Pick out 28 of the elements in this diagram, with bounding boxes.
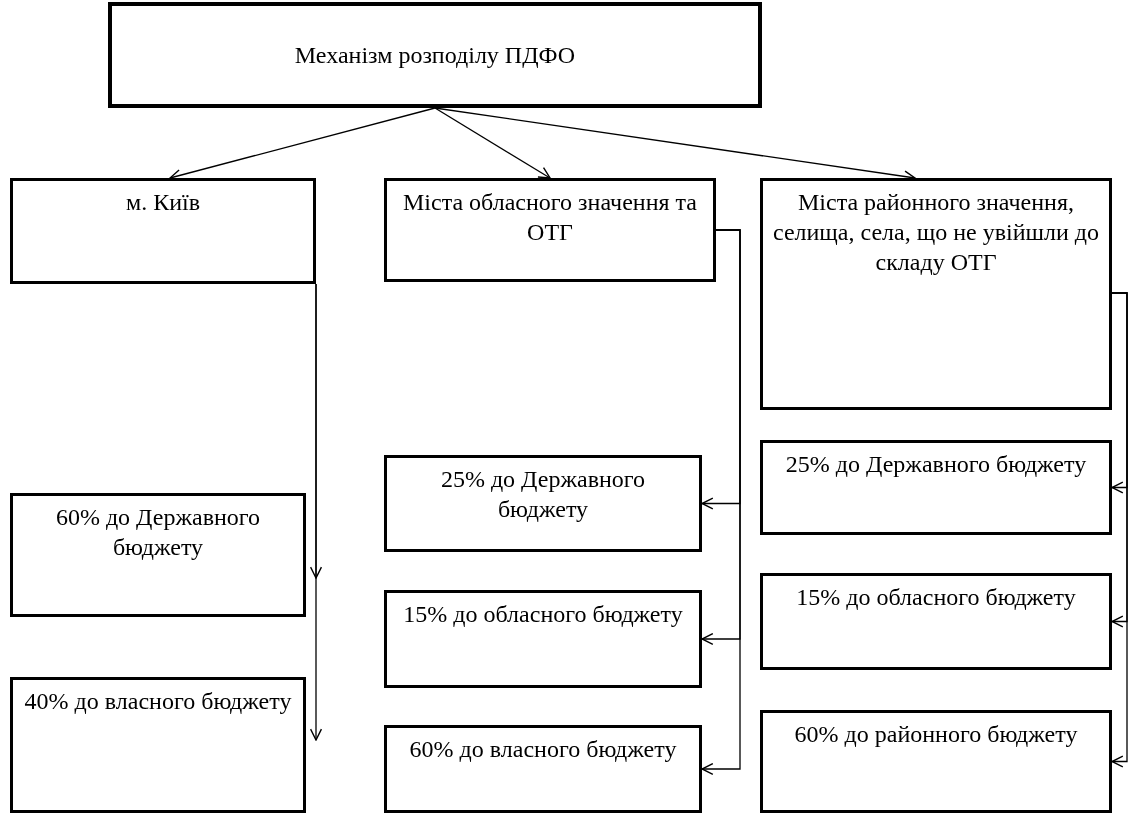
box-text: 60% до власного бюджету bbox=[409, 735, 677, 764]
box-text: Міста районного значення, селища, села, що не увійшли до складу ОТГ bbox=[771, 188, 1101, 277]
arrow bbox=[434, 107, 551, 179]
process-box bbox=[384, 590, 702, 688]
process-box bbox=[10, 677, 306, 813]
box-text: 15% до обласного бюджету bbox=[403, 600, 683, 629]
box-text: м. Київ bbox=[125, 188, 200, 217]
box-text: 25% до Державного бюджету bbox=[439, 465, 647, 524]
box-text: 60% до районного бюджету bbox=[794, 720, 1078, 749]
arrow bbox=[1111, 292, 1128, 768]
process-box bbox=[384, 455, 702, 552]
box-text: 40% до власного бюджету bbox=[24, 687, 292, 716]
process-box bbox=[384, 725, 702, 813]
process-box bbox=[10, 493, 306, 617]
process-box bbox=[760, 573, 1112, 670]
process-box bbox=[760, 440, 1112, 535]
arrow bbox=[701, 229, 741, 776]
process-box bbox=[10, 178, 316, 284]
arrow bbox=[309, 283, 323, 741]
box-text: 60% до Державного бюджету bbox=[54, 503, 262, 562]
process-box bbox=[108, 2, 762, 108]
box-text: 15% до обласного бюджету bbox=[796, 583, 1076, 612]
box-text: 25% до Державного бюджету bbox=[785, 450, 1087, 479]
box-text: Механізм розподілу ПДФО bbox=[294, 41, 576, 70]
process-box bbox=[760, 710, 1112, 813]
process-box bbox=[384, 178, 716, 282]
box-text: Міста обласного значення та ОТГ bbox=[402, 188, 698, 247]
process-box bbox=[760, 178, 1112, 410]
